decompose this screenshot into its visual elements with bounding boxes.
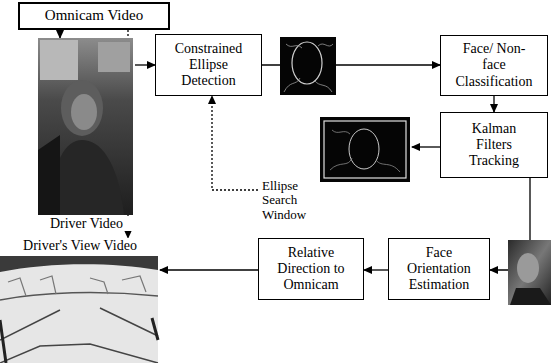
edge-strokes [284, 44, 333, 92]
process-box: Constrained Ellipse Detection [155, 34, 262, 96]
image-node: Driver's View Video [0, 238, 160, 363]
box-label: Constrained Ellipse Detection [167, 41, 251, 89]
face-crop-image [508, 240, 551, 305]
road-lines [0, 308, 158, 363]
image-label: Driver's View Video [0, 238, 160, 253]
box-label: Kalman Filters Tracking [463, 121, 525, 169]
edge-image [280, 37, 336, 95]
box-label: Omnicam Video [24, 7, 164, 24]
flow-arrow [493, 96, 494, 112]
face-crop-shadow [510, 288, 551, 305]
driver-photo [38, 38, 133, 215]
search-window-image [320, 117, 410, 182]
edge-strokes [330, 130, 400, 172]
building-sketch [8, 276, 146, 296]
process-box: Face/ Non-face Classification [440, 35, 548, 96]
process-box: Face Orientation Estimation [388, 238, 490, 300]
horizon-line [0, 293, 158, 300]
car-roof [0, 256, 158, 272]
flow-arrow [364, 269, 388, 270]
search-window-frame [324, 121, 406, 178]
seat-shadow [38, 135, 60, 215]
pillar [0, 318, 158, 363]
source-box: Omnicam Video [18, 2, 170, 30]
driver-head [61, 80, 103, 136]
drivers-view-image [0, 256, 158, 363]
image-node: Driver Video [38, 38, 135, 232]
driver-face [71, 94, 97, 130]
process-box: Relative Direction to Omnicam [258, 238, 364, 300]
dotted-arrow [212, 96, 258, 190]
box-label: Relative Direction to Omnicam [269, 245, 353, 293]
face-crop [517, 253, 539, 283]
detected-ellipse [292, 42, 322, 84]
window-glare [40, 40, 78, 80]
box-label: Face Orientation Estimation [397, 245, 481, 293]
search-ellipse [349, 129, 379, 169]
box-label: Face/ Non-face Classification [452, 41, 536, 89]
flow-arrow [135, 64, 155, 65]
image-label: Driver Video [38, 216, 135, 231]
image-label: Ellipse Search Window [262, 179, 316, 222]
flow-arrow [59, 30, 60, 38]
window-glare [98, 42, 130, 72]
image-node: Ellipse Search Window [258, 117, 412, 222]
flow-arrow [412, 146, 440, 147]
process-box: Kalman Filters Tracking [440, 112, 548, 178]
flow-arrow [160, 269, 258, 270]
